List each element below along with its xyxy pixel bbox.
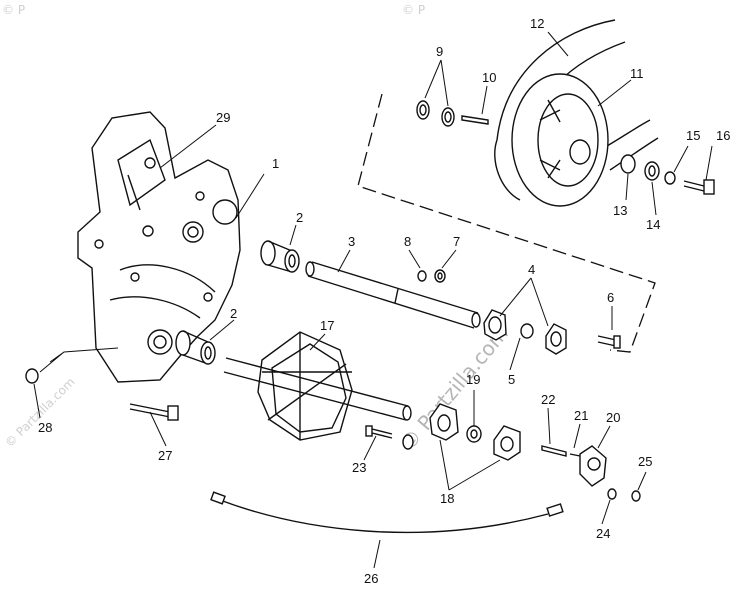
nut-25 <box>631 490 641 502</box>
bearing-flange-set-upper <box>483 309 567 355</box>
jackshaft <box>305 261 481 329</box>
bolt-16 <box>683 179 715 195</box>
callout-29: 29 <box>216 110 230 125</box>
watermark-bottom-left: © Partzilla.com <box>2 375 77 450</box>
bolt-27 <box>129 403 179 421</box>
callout-17: 17 <box>320 318 334 333</box>
washer-24 <box>607 488 617 500</box>
callout-7: 7 <box>453 234 460 249</box>
nut-8 <box>417 270 427 282</box>
callout-3: 3 <box>348 234 355 249</box>
callout-21: 21 <box>574 408 588 423</box>
callout-labels: 1 2 2 3 4 5 6 7 8 9 10 11 12 13 14 15 16… <box>38 16 730 586</box>
assembly-outline <box>357 93 656 353</box>
callout-26: 26 <box>364 571 378 586</box>
cable-26 <box>210 491 564 534</box>
assembly-outline-left <box>39 347 119 373</box>
drive-sprocket-shaft <box>223 331 412 441</box>
callout-24: 24 <box>596 526 610 541</box>
leader-lines <box>33 31 713 569</box>
bolt-23 <box>365 425 393 439</box>
chaincase-housing <box>77 111 241 383</box>
key-10 <box>461 115 489 125</box>
callout-6: 6 <box>607 290 614 305</box>
nut-28 <box>25 368 39 384</box>
callout-5: 5 <box>508 372 515 387</box>
watermark-top-left: © P <box>2 3 25 17</box>
callout-15: 15 <box>686 128 700 143</box>
lockwasher-15 <box>664 171 676 185</box>
callout-2-lower: 2 <box>230 306 237 321</box>
callout-9: 9 <box>436 44 443 59</box>
bolt-6 <box>597 335 621 349</box>
key-22 <box>541 445 567 457</box>
callout-11: 11 <box>630 66 644 81</box>
bearing-19 <box>466 425 482 443</box>
callout-8: 8 <box>404 234 411 249</box>
bearing-upper <box>260 240 300 273</box>
bearing-flange-set-lower <box>429 403 521 461</box>
callout-28: 28 <box>38 420 52 435</box>
callout-23: 23 <box>352 460 366 475</box>
callout-25: 25 <box>638 454 652 469</box>
callout-27: 27 <box>158 448 172 463</box>
washer-7 <box>434 269 446 283</box>
callout-20: 20 <box>606 410 620 425</box>
spacer-13 <box>620 154 636 174</box>
washer-14 <box>644 161 660 181</box>
washer-small <box>402 434 414 450</box>
callout-18: 18 <box>440 491 454 506</box>
callout-1: 1 <box>272 156 279 171</box>
callout-13: 13 <box>613 203 627 218</box>
callout-22: 22 <box>541 392 555 407</box>
end-cap-20 <box>579 445 607 487</box>
callout-4: 4 <box>528 262 535 277</box>
callout-10: 10 <box>482 70 496 85</box>
callout-16: 16 <box>716 128 730 143</box>
washers-9 <box>416 100 455 127</box>
pin-21 <box>569 453 581 457</box>
callout-14: 14 <box>646 217 660 232</box>
watermark-top-right: © P <box>402 3 425 17</box>
bearing-lower <box>175 330 216 365</box>
callout-2-upper: 2 <box>296 210 303 225</box>
callout-19: 19 <box>466 372 480 387</box>
driven-pulley <box>511 73 609 207</box>
callout-12: 12 <box>530 16 544 31</box>
